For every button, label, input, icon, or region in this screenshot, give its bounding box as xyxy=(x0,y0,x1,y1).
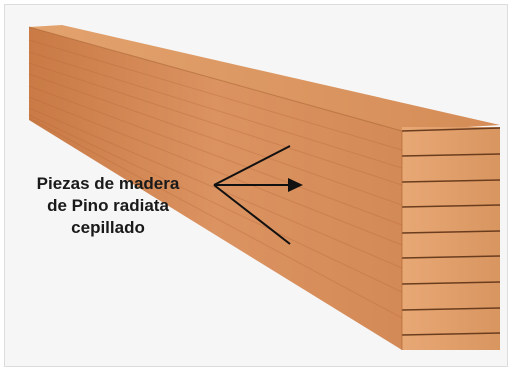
beam-side-face xyxy=(29,27,402,350)
beam-top-face xyxy=(29,25,500,131)
beam-edges xyxy=(28,26,403,350)
pointer-lines xyxy=(213,145,291,245)
pointer-arrow xyxy=(288,178,303,192)
wood-pieces-label-line-3: cepillado xyxy=(71,218,145,237)
wood-pieces-label-line-2: de Pino radiata xyxy=(47,196,169,215)
wood-pieces-label-line-1: Piezas de madera xyxy=(36,174,180,193)
beam-end-face xyxy=(402,127,500,350)
lamination-lines xyxy=(401,127,501,336)
wood-grain xyxy=(28,39,403,319)
